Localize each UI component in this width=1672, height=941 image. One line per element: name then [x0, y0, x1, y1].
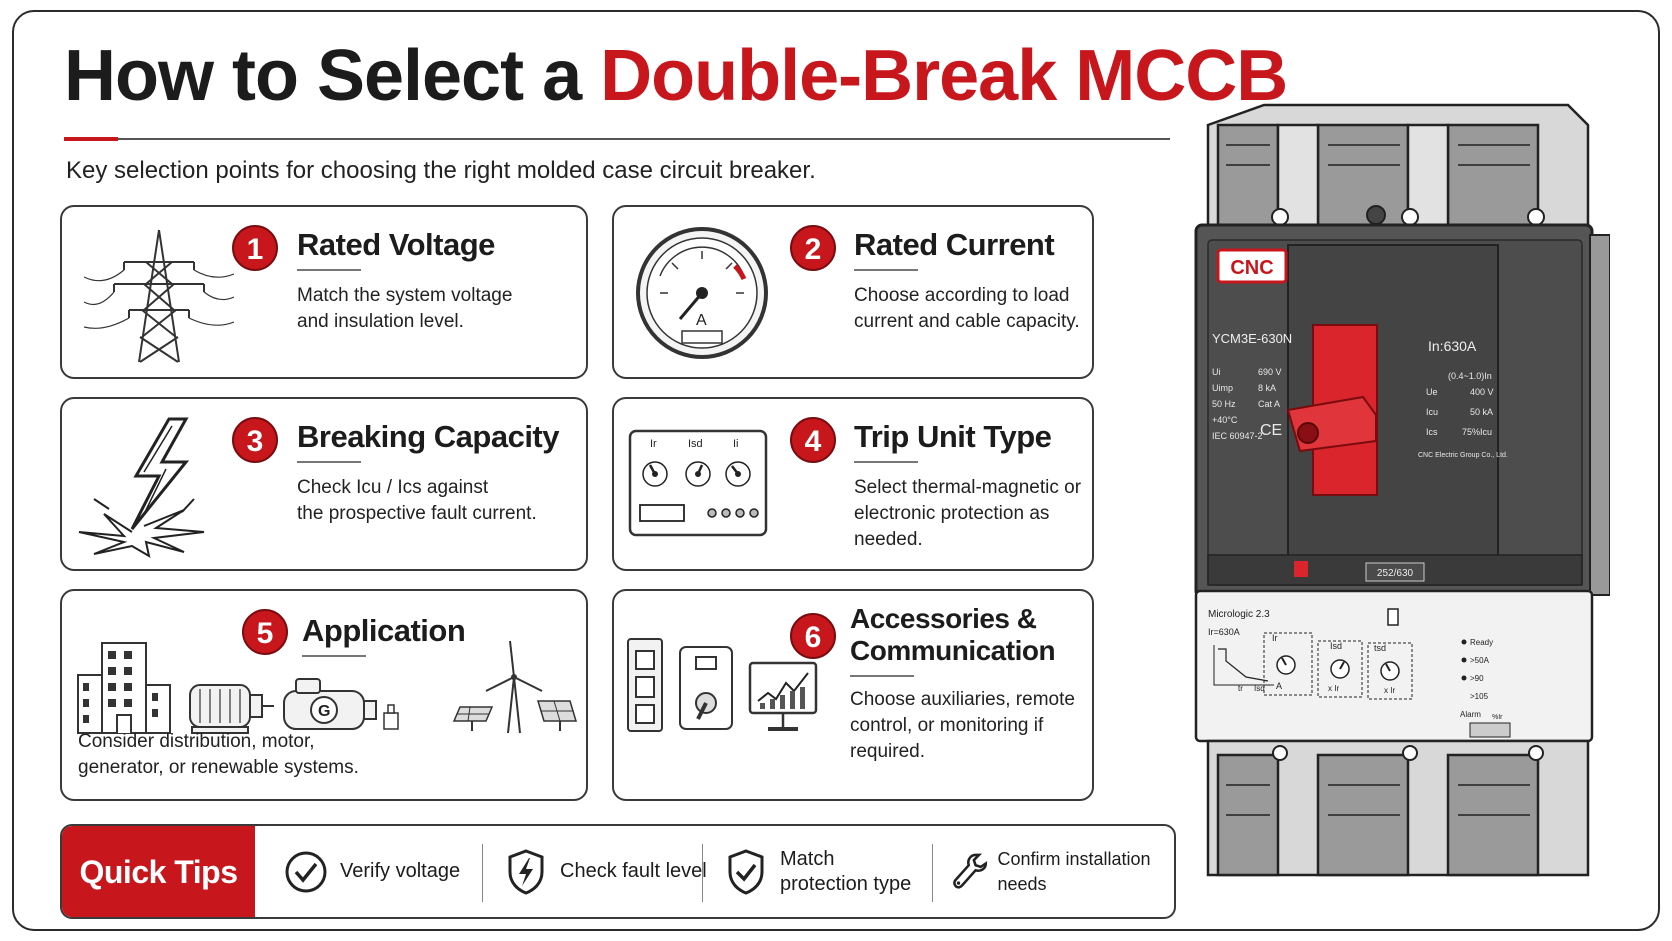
check-circle-icon [285, 851, 327, 892]
title-part2: Double-Break MCCB [600, 36, 1288, 116]
tip-check-fault-level: Check fault level [506, 826, 707, 917]
svg-text:A: A [1276, 681, 1282, 691]
gauge-unit-label: A [696, 312, 707, 329]
svg-text:(0.4~1.0)In: (0.4~1.0)In [1448, 371, 1492, 381]
card-description: Select thermal-magnetic or electronic pr… [854, 477, 1082, 550]
card-breaking-capacity: 3 Breaking Capacity Check Icu / Ics agai… [60, 397, 588, 571]
svg-text:50 Hz: 50 Hz [1212, 399, 1236, 409]
card-title: Breaking Capacity [297, 419, 560, 454]
svg-text:CE: CE [1260, 422, 1282, 439]
svg-text:>90: >90 [1470, 674, 1484, 683]
svg-text:tsd: tsd [1374, 643, 1386, 653]
svg-text:400 V: 400 V [1470, 387, 1494, 397]
card-application: 5 Application [60, 589, 588, 801]
card-accessories-communication: 6 Accessories & Communication Choose aux… [612, 589, 1094, 801]
subtitle: Key selection points for choosing the ri… [66, 157, 816, 184]
shield-bolt-icon [508, 848, 544, 895]
card-title: Rated Current [854, 227, 1055, 262]
svg-text:>105: >105 [1470, 692, 1489, 701]
svg-text:Isd: Isd [1330, 641, 1342, 651]
svg-text:Ir=630A: Ir=630A [1208, 627, 1240, 637]
step-number-5: 5 [242, 609, 288, 655]
card-rated-voltage: 1 Rated Voltage Match the system voltage… [60, 205, 588, 379]
ammeter-gauge-icon: A [636, 227, 768, 359]
card-description: Choose auxiliaries, remote control, or m… [850, 689, 1075, 762]
card-description: Consider distribution, motor, generator,… [78, 731, 359, 778]
svg-text:Ready: Ready [1470, 638, 1493, 647]
svg-text:G: G [318, 703, 330, 720]
tip-match-protection-type: Match protection type [726, 826, 911, 917]
quick-tips-bar: Quick Tips Verify voltage Check fault le… [60, 824, 1176, 919]
trip-unit-dials-icon: Ir Isd Ii [628, 429, 768, 537]
lightning-spark-icon [78, 417, 205, 559]
svg-text:Ui: Ui [1212, 367, 1221, 377]
svg-text:252/630: 252/630 [1377, 568, 1414, 579]
tip-verify-voltage: Verify voltage [284, 826, 460, 917]
rating-label: In:630A [1428, 338, 1477, 354]
page-title: How to Select a Double-Break MCCB [64, 40, 1288, 112]
svg-text:Isd: Isd [688, 438, 703, 450]
breaker-handle [1286, 324, 1378, 496]
model-label: YCM3E-630N [1212, 331, 1292, 346]
accessories-icon [627, 638, 818, 732]
svg-text:>50A: >50A [1470, 656, 1490, 665]
card-rated-current: A 2 Rated Current Choose according to lo… [612, 205, 1094, 379]
step-number-3: 3 [232, 417, 278, 463]
card-description: Check Icu / Ics against the prospective … [297, 477, 537, 524]
svg-text:Alarm: Alarm [1460, 710, 1481, 719]
svg-text:Uimp: Uimp [1212, 383, 1233, 393]
svg-text:8 kA: 8 kA [1258, 383, 1276, 393]
svg-text:690 V: 690 V [1258, 367, 1282, 377]
step-number-2: 2 [790, 225, 836, 271]
step-number-4: 4 [790, 417, 836, 463]
svg-text:Ir: Ir [1272, 633, 1278, 643]
quick-tips-label: Quick Tips [62, 826, 255, 917]
svg-text:Ir: Ir [650, 438, 657, 450]
card-title: Rated Voltage [297, 227, 495, 262]
svg-text:+40°C: +40°C [1212, 415, 1238, 425]
svg-text:CNC Electric Group Co., Ltd.: CNC Electric Group Co., Ltd. [1418, 452, 1508, 459]
svg-text:Ue: Ue [1426, 387, 1438, 397]
card-title: Application [302, 613, 466, 648]
card-title: Accessories & Communication [850, 603, 1056, 666]
svg-text:Icu: Icu [1426, 407, 1438, 417]
step-number-6: 6 [790, 613, 836, 659]
card-trip-unit-type: Ir Isd Ii 4 Trip Unit Type Select therma… [612, 397, 1094, 571]
svg-text:tr: tr [1238, 684, 1243, 693]
svg-text:50 kA: 50 kA [1470, 407, 1493, 417]
shield-check-icon [728, 848, 764, 895]
transmission-tower-icon [84, 229, 234, 363]
svg-text:Ii: Ii [733, 438, 739, 450]
brand-logo: CNC [1230, 257, 1273, 279]
wrench-icon [953, 853, 988, 889]
svg-text:75%Icu: 75%Icu [1462, 427, 1492, 437]
svg-text:x Ir: x Ir [1328, 684, 1339, 693]
svg-text:Micrologic 2.3: Micrologic 2.3 [1208, 609, 1270, 620]
applications-icon: G [77, 640, 578, 734]
tip-confirm-installation: Confirm installation needs [950, 826, 1174, 917]
svg-text:x Ir: x Ir [1384, 686, 1395, 695]
svg-text:Cat A: Cat A [1258, 399, 1280, 409]
svg-text:Ics: Ics [1426, 427, 1438, 437]
svg-text:Isd: Isd [1254, 684, 1265, 693]
svg-text:%Ir: %Ir [1492, 714, 1503, 721]
card-title: Trip Unit Type [854, 419, 1052, 454]
title-rule [64, 137, 1170, 141]
title-part1: How to Select a [64, 36, 582, 116]
card-description: Match the system voltage and insulation … [297, 285, 513, 332]
step-number-1: 1 [232, 225, 278, 271]
card-description: Choose according to load current and cab… [854, 285, 1080, 332]
svg-text:IEC 60947-2: IEC 60947-2 [1212, 431, 1263, 441]
